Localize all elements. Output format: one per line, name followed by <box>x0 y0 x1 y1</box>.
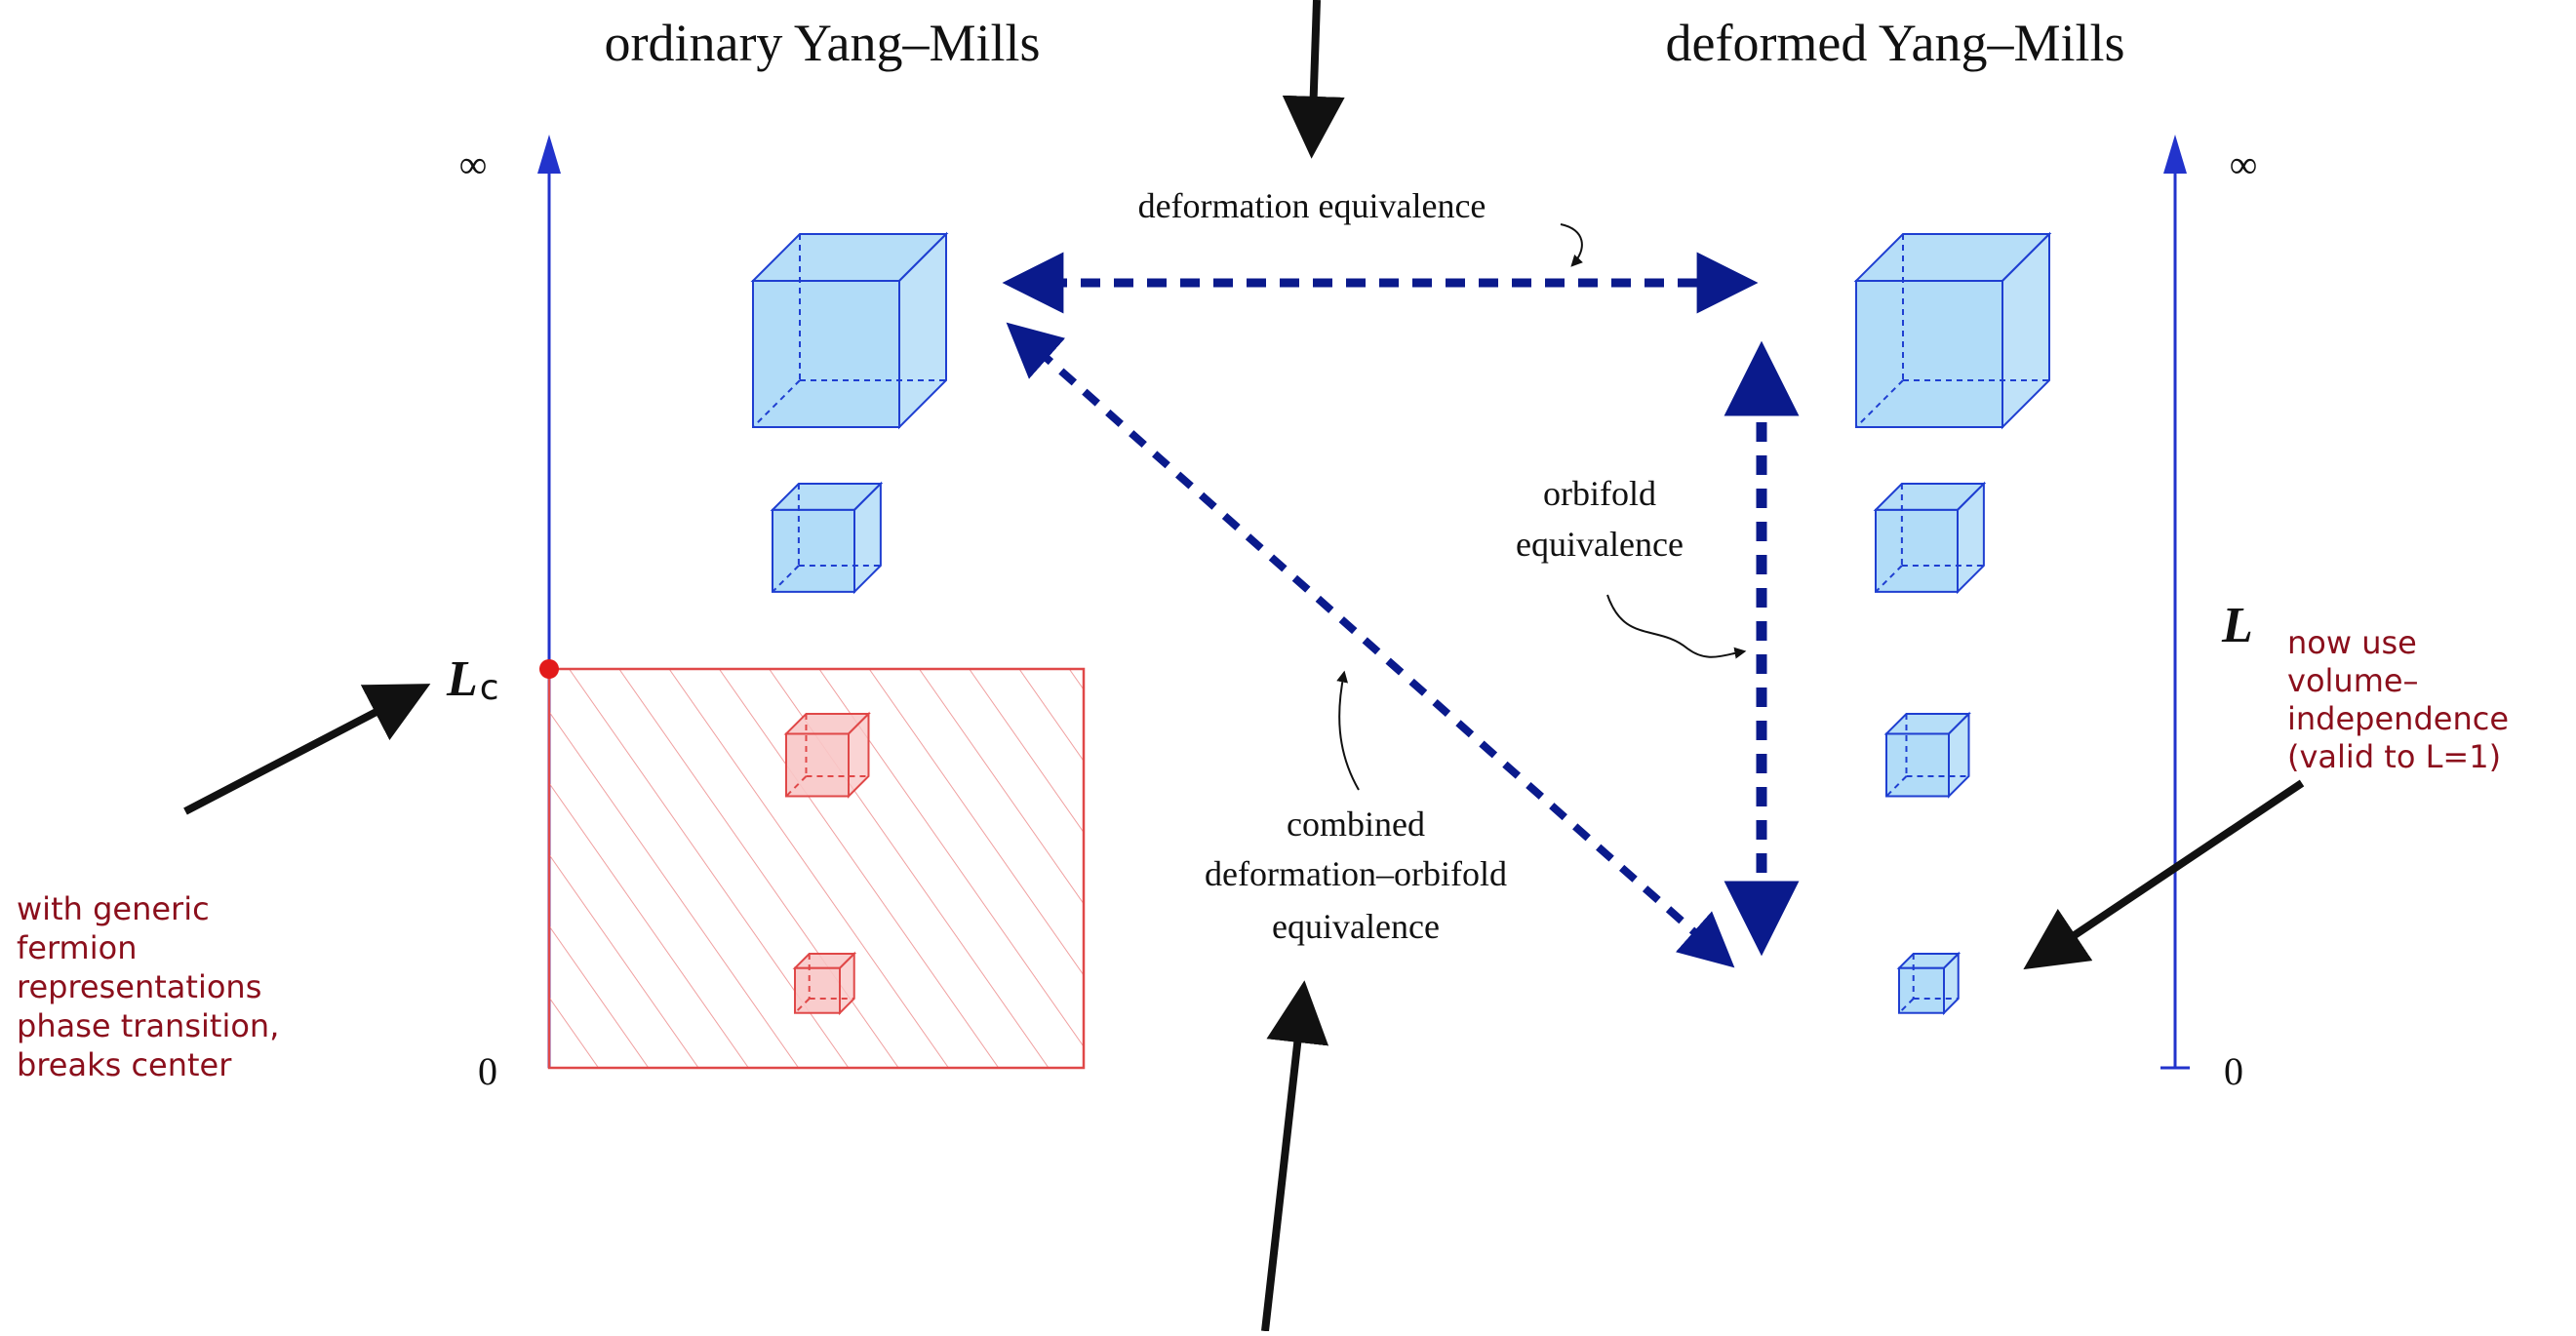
right-note-line: now use <box>2287 624 2417 661</box>
right-note-arrow <box>2023 779 2305 970</box>
deformation-equivalence-label: deformation equivalence <box>1138 186 1486 225</box>
left-note-line: breaks center <box>17 1046 232 1083</box>
orbifold-label-leader <box>1606 594 1747 659</box>
cube-large-left <box>750 231 949 430</box>
top-pointer-arrow <box>1282 0 1345 159</box>
cube-small-right <box>1883 711 1971 799</box>
right-axis-infinity: ∞ <box>2230 142 2258 186</box>
critical-length-label: Lc <box>446 651 499 708</box>
right-axis-arrowhead <box>2163 135 2187 174</box>
left-note-line: fermion <box>17 929 137 966</box>
critical-point-dot <box>539 659 559 679</box>
left-note-arrow <box>183 684 431 815</box>
left-axis-zero: 0 <box>478 1049 497 1093</box>
right-axis-length-label: L <box>2221 598 2253 653</box>
right-axis-zero: 0 <box>2224 1049 2243 1093</box>
orbifold-label-line2: equivalence <box>1516 525 1684 564</box>
left-note-line: representations <box>17 968 261 1005</box>
combined-label-line3: equivalence <box>1272 907 1440 946</box>
right-note-line: volume– <box>2287 662 2419 699</box>
cube-large-right <box>1853 231 2052 430</box>
cube-medium-right <box>1873 481 1987 595</box>
combined-label-line1: combined <box>1287 805 1425 844</box>
right-note-line: (valid to L=1) <box>2287 738 2501 775</box>
left-note-line: with generic <box>17 890 210 927</box>
left-axis-infinity: ∞ <box>459 142 488 186</box>
combined-equivalence-arrow <box>1006 322 1735 968</box>
title-ordinary-yang-mills: ordinary Yang–Mills <box>604 14 1040 72</box>
left-note: with generic fermion representations pha… <box>17 890 279 1083</box>
left-note-line: phase transition, <box>17 1007 279 1044</box>
right-note-line: independence <box>2287 700 2509 737</box>
combined-label-leader <box>1336 670 1360 791</box>
deformation-label-leader <box>1560 223 1583 267</box>
cube-tiny-left <box>792 951 857 1016</box>
cube-small-left <box>783 711 871 799</box>
cube-tiny-right <box>1896 951 1962 1016</box>
left-axis-arrowhead <box>537 135 561 174</box>
bottom-pointer-arrow <box>1261 980 1329 1332</box>
title-deformed-yang-mills: deformed Yang–Mills <box>1666 14 2125 72</box>
combined-label-line2: deformation–orbifold <box>1205 854 1507 893</box>
cube-medium-left <box>770 481 884 595</box>
right-note: now use volume– independence (valid to L… <box>2287 624 2509 775</box>
orbifold-label-line1: orbifold <box>1543 474 1656 513</box>
